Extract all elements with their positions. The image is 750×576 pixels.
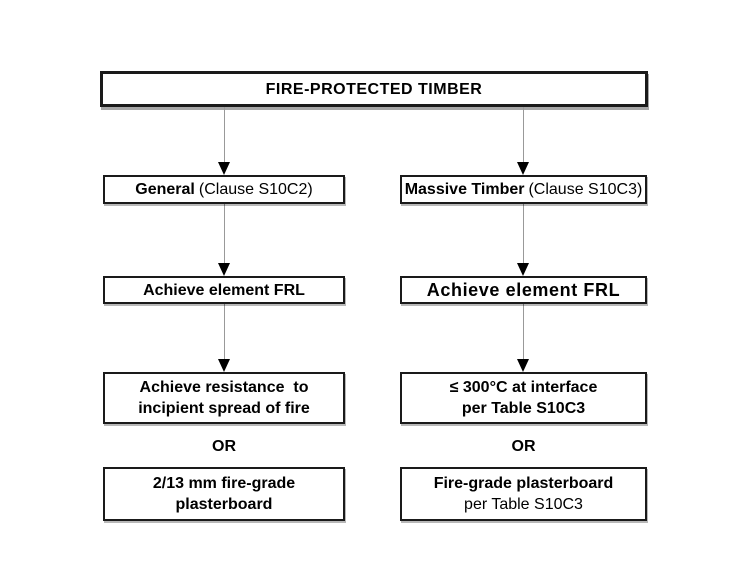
arrow-down-icon [517, 359, 529, 372]
box-text-line: ≤ 300°C at interface [449, 379, 598, 396]
box-massive-timber-clause: Massive Timber(Clause S10C3) [400, 175, 647, 204]
or-label-massive: OR [511, 438, 536, 455]
box-text-line: Massive Timber(Clause S10C3) [405, 179, 643, 200]
box-text-line: plasterboard [175, 496, 273, 513]
branch-name-bold: Massive Timber [404, 181, 525, 198]
connector-line [224, 107, 225, 162]
box-text-line: Achieve element FRL [426, 279, 621, 300]
box-text-line: per Table S10C3 [461, 400, 586, 417]
branch-clause-ref: (Clause S10C2) [198, 181, 313, 198]
box-fire-grade-plasterboard-massive: Fire-grade plasterboard per Table S10C3 [400, 467, 647, 521]
branch-name-bold: General [135, 181, 195, 198]
arrow-down-icon [517, 263, 529, 276]
box-incipient-spread: Achieve resistance to incipient spread o… [103, 372, 345, 424]
branch-clause-ref: (Clause S10C3) [528, 181, 643, 198]
connector-line [224, 204, 225, 263]
box-text-line: 2/13 mm fire-grade [152, 475, 296, 492]
or-label-general: OR [212, 438, 236, 455]
box-text-line: Fire-grade plasterboard [433, 475, 614, 492]
arrow-down-icon [218, 359, 230, 372]
box-interface-temperature: ≤ 300°C at interface per Table S10C3 [400, 372, 647, 424]
box-text-line: per Table S10C3 [464, 496, 583, 513]
arrow-down-icon [218, 162, 230, 175]
box-text-line: Achieve resistance to [139, 379, 309, 396]
box-achieve-frl-general: Achieve element FRL [103, 276, 345, 304]
box-achieve-frl-massive: Achieve element FRL [400, 276, 647, 304]
arrow-down-icon [517, 162, 529, 175]
box-general-clause: General(Clause S10C2) [103, 175, 345, 204]
arrow-down-icon [218, 263, 230, 276]
box-text-line: Achieve element FRL [143, 281, 305, 299]
connector-line [523, 107, 524, 162]
connector-line [224, 304, 225, 359]
connector-line [523, 204, 524, 263]
box-text-line: incipient spread of fire [138, 400, 310, 417]
root-box-fire-protected-timber: FIRE-PROTECTED TIMBER [100, 71, 648, 107]
box-fire-grade-plasterboard-general: 2/13 mm fire-grade plasterboard [103, 467, 345, 521]
connector-line [523, 304, 524, 359]
root-title: FIRE-PROTECTED TIMBER [265, 80, 483, 98]
box-text-line: General(Clause S10C2) [135, 179, 312, 200]
